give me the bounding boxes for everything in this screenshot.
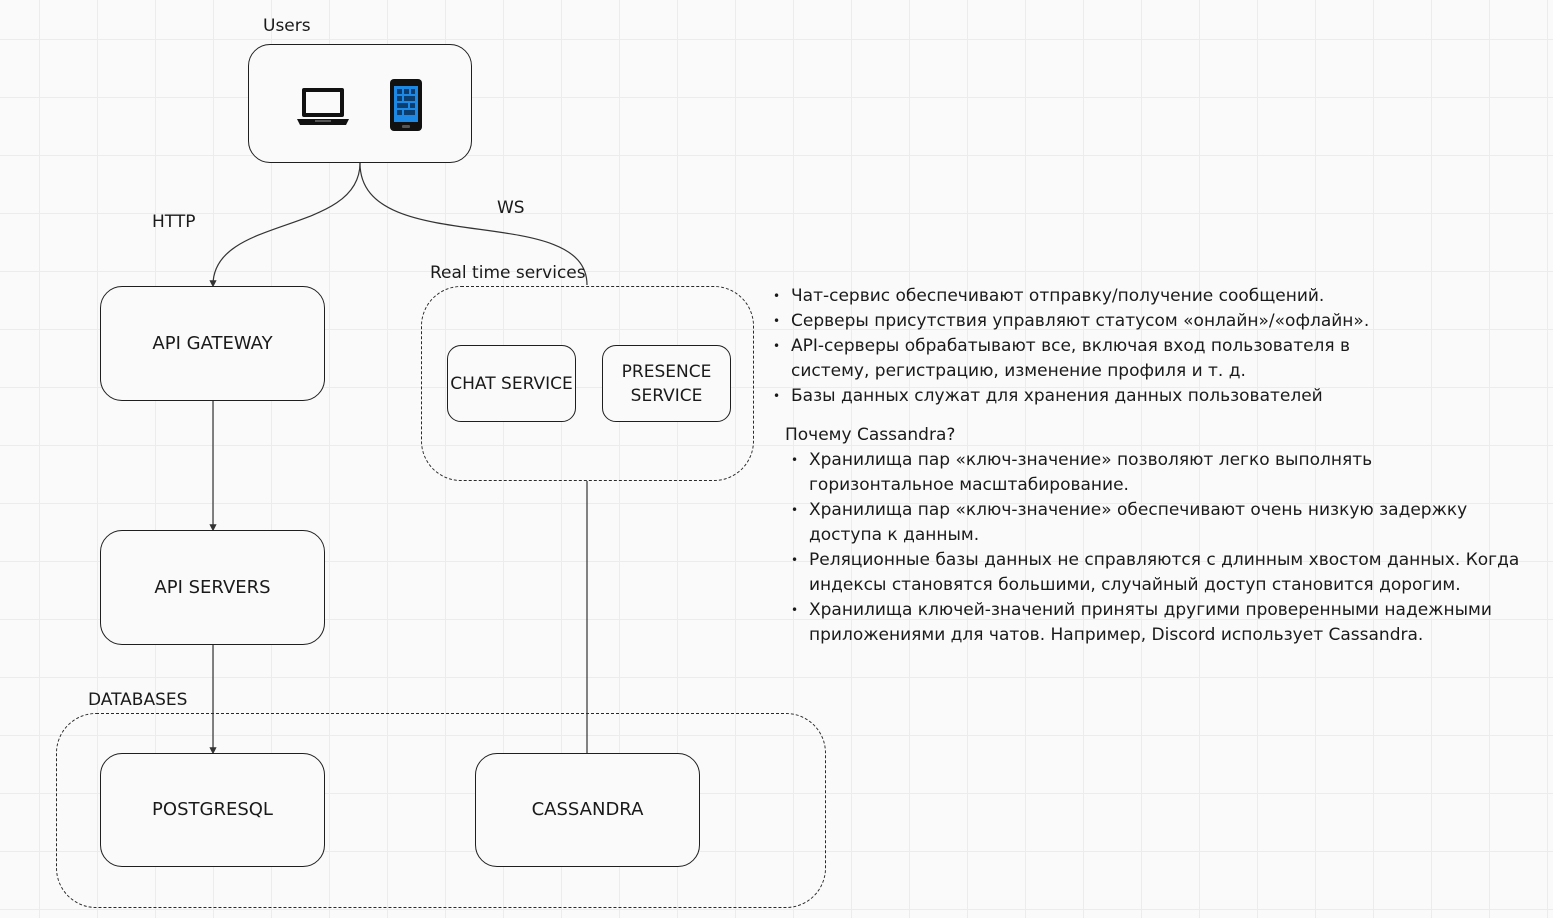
list-item: Серверы присутствия управляют статусом «… <box>773 309 1413 334</box>
users-box[interactable] <box>248 44 472 163</box>
api-gateway-box[interactable]: API GATEWAY <box>100 286 325 401</box>
api-servers-label: API SERVERS <box>154 576 271 598</box>
postgresql-label: POSTGRESQL <box>152 799 273 820</box>
cassandra-box[interactable]: CASSANDRA <box>475 753 700 867</box>
list-item: Базы данных служат для хранения данных п… <box>773 384 1413 409</box>
smartphone-icon <box>390 79 422 131</box>
chat-service-box[interactable]: CHAT SERVICE <box>447 345 576 422</box>
api-gateway-label: API GATEWAY <box>152 332 273 354</box>
postgresql-box[interactable]: POSTGRESQL <box>100 753 325 867</box>
http-connector <box>209 162 361 288</box>
presence-service-label-line2: SERVICE <box>630 385 703 406</box>
laptop-icon <box>297 88 349 125</box>
realtime-services-group <box>421 286 754 481</box>
realtime-services-label: Real time services <box>430 263 586 283</box>
why-cassandra-notes: Почему Cassandra? Хранилища пар «ключ-зн… <box>785 423 1521 648</box>
users-label: Users <box>263 16 311 36</box>
list-item: Хранилища пар «ключ-значение» обеспечива… <box>791 498 1521 548</box>
presence-service-label-line1: PRESENCE <box>621 361 712 382</box>
list-item: Реляционные базы данных не справляются с… <box>791 548 1521 598</box>
list-item: Чат-сервис обеспечивают отправку/получен… <box>773 284 1413 309</box>
api-servers-box[interactable]: API SERVERS <box>100 530 325 645</box>
list-item: API-серверы обрабатывают все, включая вх… <box>773 334 1413 384</box>
list-item: Хранилища пар «ключ-значение» позволяют … <box>791 448 1521 498</box>
why-cassandra-heading: Почему Cassandra? <box>785 425 956 445</box>
components-list: Чат-сервис обеспечивают отправку/получен… <box>773 284 1413 409</box>
http-label: HTTP <box>152 212 196 232</box>
list-item: Хранилища ключей-значений приняты другим… <box>791 598 1521 648</box>
presence-service-box[interactable]: PRESENCE SERVICE <box>602 345 731 422</box>
databases-label: DATABASES <box>88 690 188 710</box>
databases-group <box>56 713 826 908</box>
why-cassandra-list: Хранилища пар «ключ-значение» позволяют … <box>791 448 1521 648</box>
chat-service-label: CHAT SERVICE <box>450 373 573 394</box>
ws-label: WS <box>497 198 525 218</box>
components-notes: Чат-сервис обеспечивают отправку/получен… <box>773 284 1413 409</box>
ws-connector <box>359 162 588 286</box>
cassandra-label: CASSANDRA <box>531 799 644 820</box>
